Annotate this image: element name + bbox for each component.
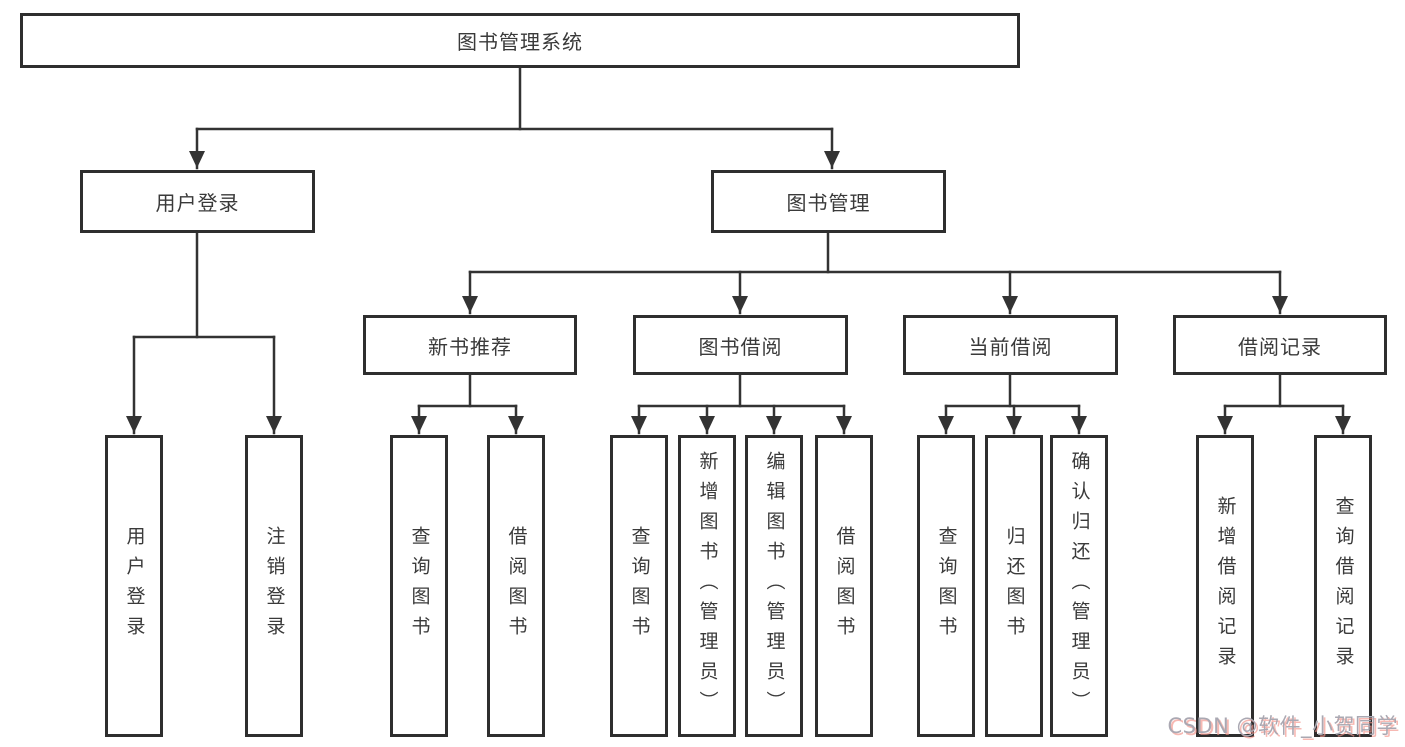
node-user-login: 用户登录 — [80, 170, 315, 233]
csdn-watermark: CSDN @软件_小贺同学 — [1167, 714, 1398, 738]
node-library-management-system: 图书管理系统 — [20, 13, 1020, 68]
leaf-query-borrow-record: 查询借阅记录 — [1314, 435, 1372, 737]
node-new-book-recommend: 新书推荐 — [363, 315, 577, 375]
node-book-borrow: 图书借阅 — [633, 315, 848, 375]
leaf-add-books-admin: 新增图书（管理员） — [678, 435, 736, 737]
leaf-return-books: 归还图书 — [985, 435, 1043, 737]
leaf-query-books-current: 查询图书 — [917, 435, 975, 737]
leaf-borrow-books: 借阅图书 — [815, 435, 873, 737]
leaf-logout: 注销登录 — [245, 435, 303, 737]
leaf-borrow-books-recommend: 借阅图书 — [487, 435, 545, 737]
node-current-borrow: 当前借阅 — [903, 315, 1118, 375]
leaf-confirm-return-admin: 确认归还（管理员） — [1050, 435, 1108, 737]
leaf-query-books-recommend: 查询图书 — [390, 435, 448, 737]
leaf-query-books-borrow: 查询图书 — [610, 435, 668, 737]
leaf-edit-books-admin: 编辑图书（管理员） — [745, 435, 803, 737]
leaf-add-borrow-record: 新增借阅记录 — [1196, 435, 1254, 737]
leaf-user-login: 用户登录 — [105, 435, 163, 737]
node-borrow-records: 借阅记录 — [1173, 315, 1387, 375]
node-book-management: 图书管理 — [711, 170, 946, 233]
